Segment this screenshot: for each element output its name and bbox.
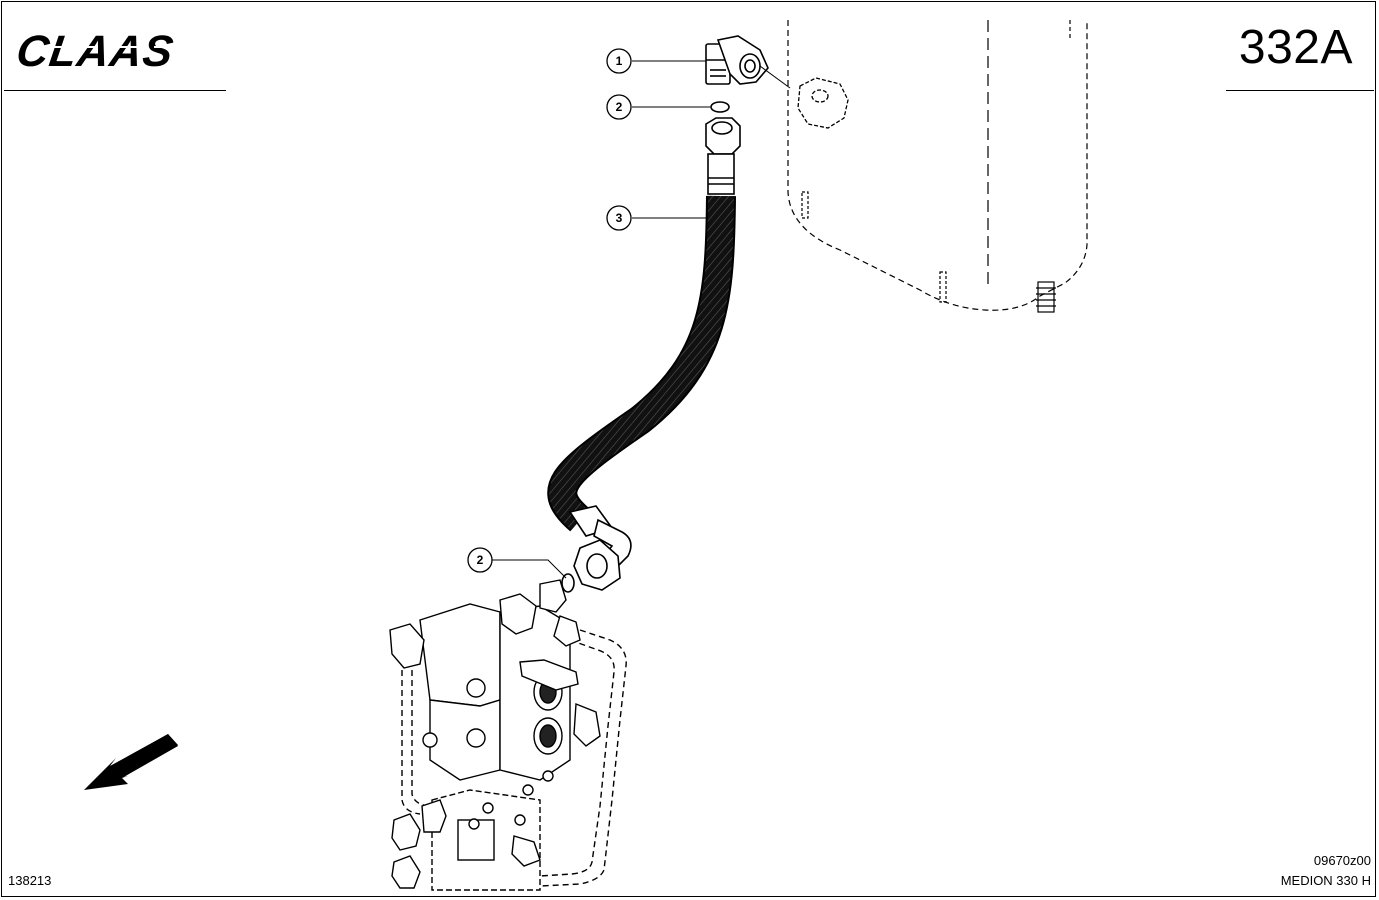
hose-elbow-end <box>568 505 632 591</box>
solenoid-knob-2 <box>533 717 563 755</box>
header-rule-left <box>4 90 226 91</box>
o-ring-bottom <box>561 573 575 593</box>
o-ring-top <box>710 101 730 113</box>
tank-drain-stud <box>1036 281 1056 313</box>
drawing-reference: 09670z00 <box>1313 853 1371 868</box>
svg-text:2: 2 <box>616 100 623 114</box>
callout-2-bottom: 2 <box>467 547 493 573</box>
direction-arrow <box>84 734 178 790</box>
claas-logo: CLAAS <box>18 30 223 70</box>
page-number: 332A <box>1238 21 1353 74</box>
hose-nut-top <box>705 117 741 195</box>
control-valve-block <box>389 579 627 891</box>
tank-plug <box>797 77 849 129</box>
svg-text:3: 3 <box>616 211 623 225</box>
svg-text:CLAAS: CLAAS <box>18 30 177 70</box>
callout-3: 3 <box>606 205 632 231</box>
svg-text:2: 2 <box>477 553 484 567</box>
hydraulic-tank <box>787 20 1088 313</box>
machine-model: MEDION 330 H <box>1280 873 1371 888</box>
callout-1: 1 <box>606 48 632 74</box>
header-rule-right <box>1226 90 1374 91</box>
callout-leaders <box>492 60 710 579</box>
svg-text:1: 1 <box>616 54 623 68</box>
elbow-fitting <box>705 35 791 89</box>
callout-2-top: 2 <box>606 94 632 120</box>
document-number: 138213 <box>8 873 52 888</box>
